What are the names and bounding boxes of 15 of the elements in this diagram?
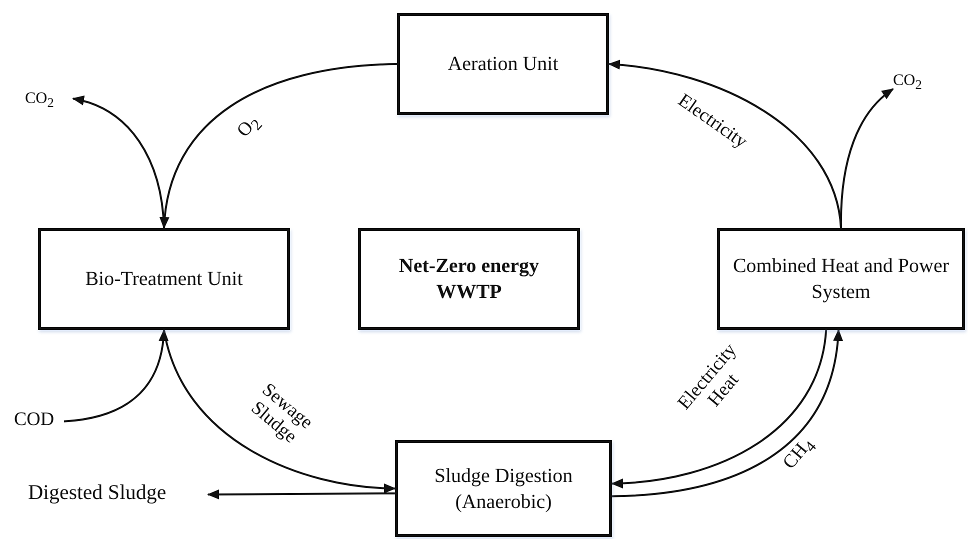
input-label: COD bbox=[14, 408, 54, 432]
arrow bbox=[163, 330, 396, 493]
process-box: Bio-Treatment Unit bbox=[38, 228, 290, 330]
output-label: CO$_{2}$ bbox=[25, 88, 54, 112]
process-box: Combined Heat and Power System bbox=[717, 228, 965, 330]
arrow bbox=[207, 489, 395, 500]
arrow bbox=[64, 329, 168, 422]
process-box: Aeration Unit bbox=[397, 13, 609, 115]
arrow bbox=[72, 96, 165, 228]
arrow bbox=[840, 88, 894, 228]
center-box: Net-Zero energy WWTP bbox=[358, 228, 580, 330]
output-label: Digested Sludge bbox=[28, 479, 166, 506]
process-box: Sludge Digestion (Anaerobic) bbox=[395, 440, 612, 537]
arrow bbox=[160, 63, 398, 229]
output-label: CO$_{2}$ bbox=[893, 70, 922, 94]
